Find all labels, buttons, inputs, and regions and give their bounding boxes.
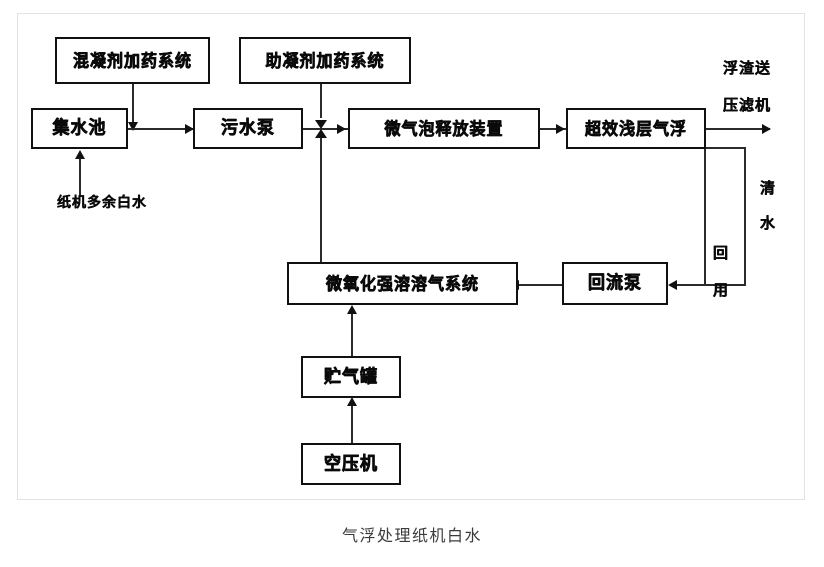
node-sewage-pump[interactable]: 污水泵	[193, 108, 303, 149]
node-microbubble-release-device[interactable]: 微气泡释放装置	[348, 108, 540, 149]
figure-caption: 气浮处理纸机白水	[341, 526, 482, 545]
connector-flocculant-down	[320, 84, 322, 118]
node-flocculant-dosing-system-label: 助凝剂加药系统	[265, 49, 385, 71]
node-air-compressor[interactable]: 空压机	[301, 443, 401, 485]
arrowhead-whitewater-in	[75, 150, 85, 159]
arrowhead-outer-to-refluxpump	[668, 280, 677, 290]
arrowhead-flotation-to-scum	[762, 124, 771, 134]
arrowhead-gastank-to-dissolve	[347, 305, 357, 314]
label-scum-to-filterpress-line1: 浮渣送	[723, 59, 772, 77]
node-collection-sump[interactable]: 集水池	[31, 108, 128, 149]
label-excess-white-water-inlet: 纸机多余白水	[57, 195, 147, 211]
connector-clearwater-reuse-base	[704, 284, 746, 286]
connector-refluxpump-to-dissolve	[518, 284, 562, 286]
arrowhead-sump-to-sewagepump	[185, 124, 194, 134]
node-gas-storage-tank-label: 贮气罐	[324, 365, 378, 388]
connector-gastank-to-dissolve	[351, 313, 353, 356]
node-flocculant-dosing-system[interactable]: 助凝剂加药系统	[239, 37, 411, 84]
connector-coagulant-down	[132, 84, 134, 128]
label-clearwater-reuse-char4: 用	[713, 281, 730, 299]
arrowhead-compressor-to-gastank	[347, 397, 357, 406]
node-microoxidation-dissolved-gas-system[interactable]: 微氧化强溶溶气系统	[287, 262, 518, 305]
label-clearwater-reuse-char1: 清	[760, 179, 777, 197]
node-coagulant-dosing-system-label: 混凝剂加药系统	[72, 49, 192, 71]
node-gas-storage-tank[interactable]: 贮气罐	[301, 356, 401, 398]
arrowhead-microbubble-to-flotation	[556, 124, 565, 134]
connector-compressor-to-gastank	[351, 405, 353, 443]
node-microoxidation-dissolved-gas-system-label: 微氧化强溶溶气系统	[325, 272, 479, 294]
connector-clearwater-reuse-riser	[704, 148, 706, 284]
valve-upper-triangle	[315, 120, 327, 129]
diagram-frame	[17, 13, 805, 500]
node-air-compressor-label: 空压机	[324, 452, 378, 475]
label-scum-to-filterpress-line2: 压滤机	[723, 96, 772, 114]
label-clearwater-reuse-char2: 水	[760, 214, 777, 232]
connector-flotation-to-scum	[706, 128, 770, 130]
node-sewage-pump-label: 污水泵	[221, 117, 275, 139]
connector-whitewater-in	[79, 158, 81, 196]
node-superefficient-shallow-flotation-label: 超效浅层气浮	[584, 117, 687, 139]
connector-flotation-down-outer	[744, 147, 746, 286]
node-reflux-pump-label: 回流泵	[588, 272, 642, 294]
arrowhead-sewagepump-to-microbubble	[337, 124, 346, 134]
connector-dissolve-to-valve	[320, 138, 322, 262]
label-clearwater-reuse-char3: 回	[713, 244, 730, 262]
node-reflux-pump[interactable]: 回流泵	[562, 262, 668, 305]
node-microbubble-release-device-label: 微气泡释放装置	[384, 117, 504, 139]
arrowhead-coagulant-down	[128, 122, 138, 131]
node-superefficient-shallow-flotation[interactable]: 超效浅层气浮	[566, 108, 706, 149]
node-collection-sump-label: 集水池	[52, 117, 107, 139]
connector-microbubble-to-flotation	[540, 128, 568, 130]
connector-sump-to-sewagepump	[128, 128, 193, 130]
valve-lower-triangle	[315, 129, 327, 138]
node-coagulant-dosing-system[interactable]: 混凝剂加药系统	[55, 37, 210, 84]
